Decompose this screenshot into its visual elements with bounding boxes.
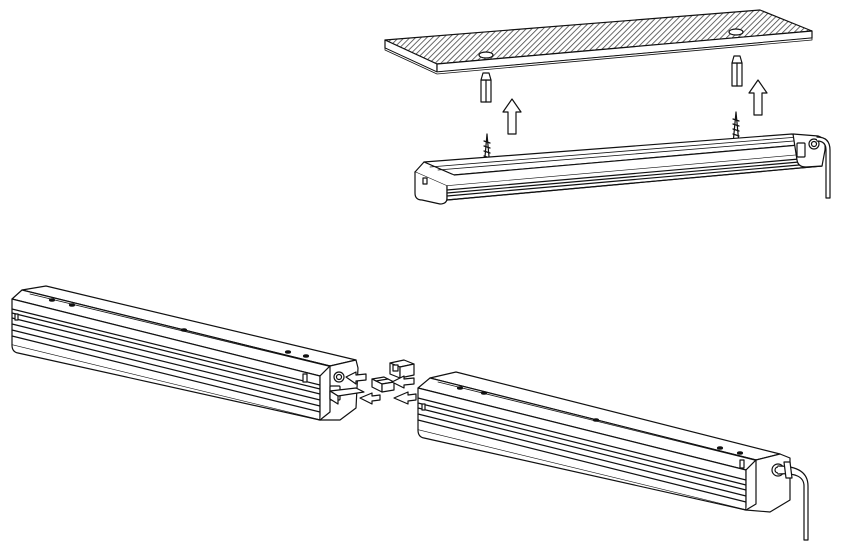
light-bar-icon (11, 285, 359, 421)
insert-arrow-icon (345, 371, 417, 405)
ceiling-panel-icon (384, 9, 813, 75)
light-bar-icon (417, 371, 791, 513)
power-cable-icon (816, 136, 831, 199)
wall-plug-icon (480, 55, 743, 103)
power-cable-icon (777, 461, 809, 541)
connector-clip-icon (329, 359, 415, 405)
up-arrow-icon (502, 79, 768, 135)
step-ceiling-mounting (384, 9, 831, 205)
step-bar-linking (11, 285, 809, 541)
light-bar-icon (414, 133, 826, 205)
connector-plug-icon (371, 376, 395, 393)
